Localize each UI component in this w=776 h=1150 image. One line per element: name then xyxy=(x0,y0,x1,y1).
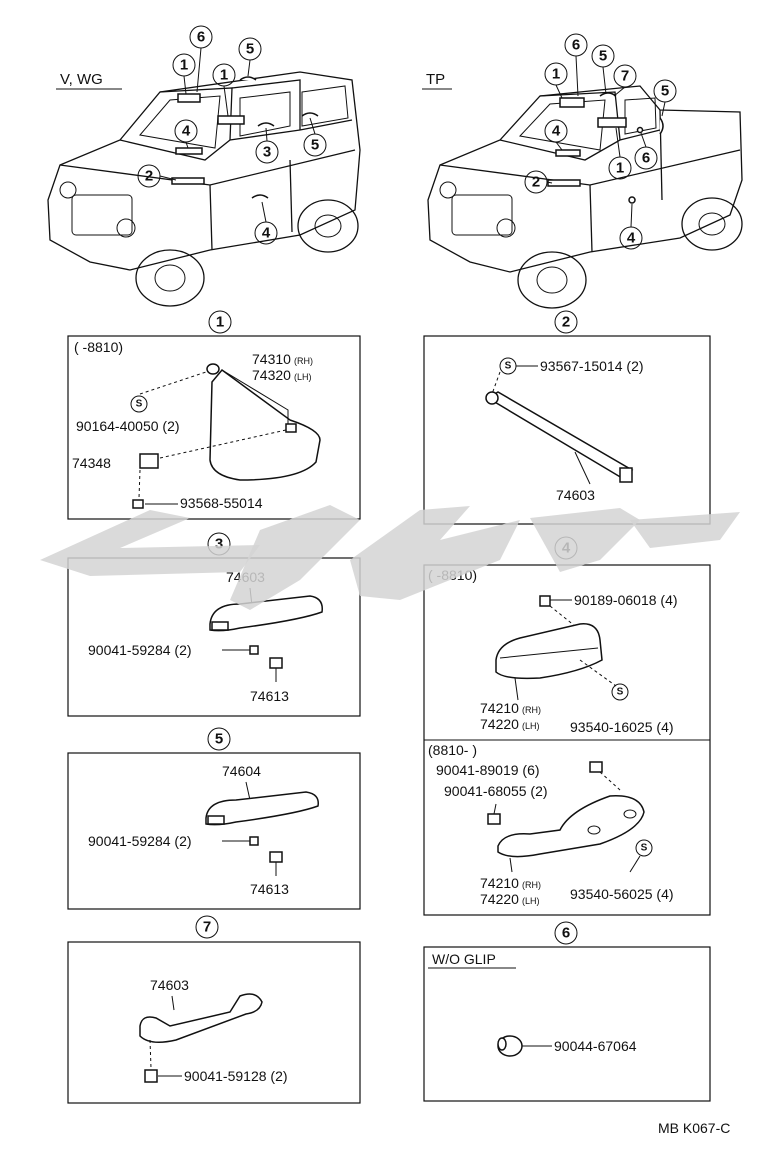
svg-text:5: 5 xyxy=(661,83,669,100)
vehicle-view-left: V, WG 6 xyxy=(47,25,361,307)
svg-text:74320: 74320 xyxy=(252,367,291,383)
panel-4-door-grip: 4 ( -8810) 90189-06018 (4) S 74210 (RH) … xyxy=(423,536,711,916)
svg-text:93567-15014 (2): 93567-15014 (2) xyxy=(540,358,644,374)
svg-text:(RH): (RH) xyxy=(294,356,313,366)
svg-text:4: 4 xyxy=(627,230,636,247)
svg-text:74604: 74604 xyxy=(222,763,261,779)
svg-text:90041-59284 (2): 90041-59284 (2) xyxy=(88,833,192,849)
callout-6a-right: 6 xyxy=(564,33,588,97)
callout-5b-right: 5 xyxy=(653,79,677,117)
svg-text:(RH): (RH) xyxy=(522,880,541,890)
svg-text:1: 1 xyxy=(220,67,228,84)
panel-7-assist-grip: 7 74603 90041-59128 (2) xyxy=(67,915,361,1104)
svg-text:(LH): (LH) xyxy=(294,372,312,382)
callout-2-right: 2 xyxy=(524,170,553,194)
callout-7-right: 7 xyxy=(613,64,637,97)
svg-text:5: 5 xyxy=(599,48,607,65)
view-label-right: TP xyxy=(426,71,445,88)
svg-text:90041-59128 (2): 90041-59128 (2) xyxy=(184,1068,288,1084)
svg-text:74613: 74613 xyxy=(250,688,289,704)
panel-2-grip-rod: 2 S 93567-15014 (2) 74603 xyxy=(423,310,711,525)
svg-text:1: 1 xyxy=(216,314,224,331)
callout-4a-right: 4 xyxy=(544,119,568,151)
svg-text:6: 6 xyxy=(562,925,570,942)
svg-text:1: 1 xyxy=(552,66,560,83)
svg-text:74603: 74603 xyxy=(556,487,595,503)
callout-1b-right: 1 xyxy=(608,127,632,180)
svg-text:4: 4 xyxy=(182,123,191,140)
callout-5a-left: 5 xyxy=(238,37,262,77)
svg-text:93568-55014: 93568-55014 xyxy=(180,495,263,511)
callout-3-left: 3 xyxy=(255,127,279,164)
svg-text:5: 5 xyxy=(215,731,223,748)
svg-text:S: S xyxy=(617,687,624,698)
svg-text:93540-16025 (4): 93540-16025 (4) xyxy=(570,719,674,735)
svg-text:W/O GLIP: W/O GLIP xyxy=(432,951,496,967)
panel-5-assist-grip: 5 74604 90041-59284 (2) 74613 xyxy=(67,727,361,910)
svg-text:74220: 74220 xyxy=(480,716,519,732)
svg-text:74210: 74210 xyxy=(480,875,519,891)
callout-5a-right: 5 xyxy=(591,44,615,95)
svg-text:2: 2 xyxy=(562,314,570,331)
svg-text:6: 6 xyxy=(197,29,205,46)
callout-2-left: 2 xyxy=(137,164,177,188)
svg-text:90044-67064: 90044-67064 xyxy=(554,1038,637,1054)
svg-text:3: 3 xyxy=(215,536,223,553)
svg-text:( -8810): ( -8810) xyxy=(74,339,123,355)
callout-4b-right: 4 xyxy=(619,203,643,250)
svg-text:7: 7 xyxy=(203,919,211,936)
callout-1b-left: 1 xyxy=(212,63,236,117)
svg-text:74210: 74210 xyxy=(480,700,519,716)
svg-text:(LH): (LH) xyxy=(522,896,540,906)
svg-text:74348: 74348 xyxy=(72,455,111,471)
svg-text:74310: 74310 xyxy=(252,351,291,367)
svg-text:(LH): (LH) xyxy=(522,721,540,731)
svg-text:3: 3 xyxy=(263,144,271,161)
svg-text:(8810- ): (8810- ) xyxy=(428,742,477,758)
svg-text:90164-40050 (2): 90164-40050 (2) xyxy=(76,418,180,434)
svg-text:S: S xyxy=(505,361,512,372)
panel-1-sun-visor: 1 ( -8810) 74310 (RH) 74320 (LH) S 90164… xyxy=(67,310,361,520)
svg-text:90189-06018 (4): 90189-06018 (4) xyxy=(574,592,678,608)
svg-text:4: 4 xyxy=(552,123,561,140)
svg-text:6: 6 xyxy=(572,37,580,54)
svg-text:90041-59284 (2): 90041-59284 (2) xyxy=(88,642,192,658)
svg-text:1: 1 xyxy=(180,57,188,74)
callout-6-left: 6 xyxy=(189,25,213,93)
vehicle-view-right: TP 1 6 5 xyxy=(422,33,743,309)
svg-text:(RH): (RH) xyxy=(522,705,541,715)
callout-4b-left: 4 xyxy=(254,201,278,245)
svg-text:74603: 74603 xyxy=(150,977,189,993)
svg-text:6: 6 xyxy=(642,150,650,167)
view-label-left: V, WG xyxy=(60,71,103,88)
svg-text:90041-68055 (2): 90041-68055 (2) xyxy=(444,783,548,799)
svg-text:93540-56025 (4): 93540-56025 (4) xyxy=(570,886,674,902)
svg-text:S: S xyxy=(136,399,143,410)
callout-5b-left: 5 xyxy=(303,117,327,157)
svg-text:74220: 74220 xyxy=(480,891,519,907)
svg-text:4: 4 xyxy=(262,225,271,242)
callout-6b-right: 6 xyxy=(634,132,658,170)
svg-text:2: 2 xyxy=(532,174,540,191)
svg-text:1: 1 xyxy=(616,160,624,177)
watermark-logo xyxy=(40,505,740,610)
svg-text:S: S xyxy=(641,843,648,854)
svg-text:7: 7 xyxy=(621,68,629,85)
callout-1a-left: 1 xyxy=(172,53,196,95)
svg-text:74613: 74613 xyxy=(250,881,289,897)
callout-4a-left: 4 xyxy=(174,119,198,149)
svg-text:5: 5 xyxy=(246,41,254,58)
svg-text:2: 2 xyxy=(145,168,153,185)
svg-text:90041-89019 (6): 90041-89019 (6) xyxy=(436,762,540,778)
svg-text:5: 5 xyxy=(311,137,319,154)
callout-1a-right: 1 xyxy=(544,62,568,99)
panel-6-hole-plug: 6 W/O GLIP 90044-67064 xyxy=(423,921,711,1102)
footer-code: MB K067-C xyxy=(658,1120,730,1136)
